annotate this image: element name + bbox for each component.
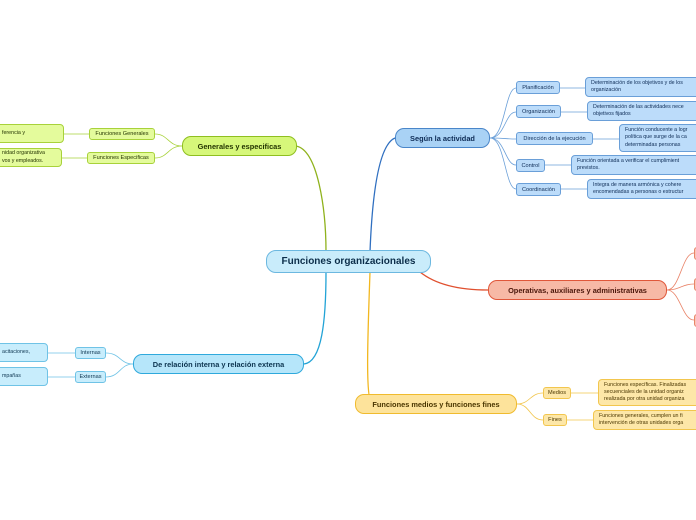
- link-medios: [366, 271, 373, 405]
- link-generales: [295, 145, 327, 253]
- branch-funciones-medios-y-fines[interactable]: Funciones medios y funciones fines: [355, 394, 517, 414]
- link-segun: [369, 137, 396, 253]
- topic-planificacion[interactable]: Planificación: [516, 81, 560, 94]
- detail-control[interactable]: Función orientada a verificar el cumplim…: [571, 155, 696, 175]
- collapsed-topic-operativas[interactable]: [694, 247, 696, 260]
- link-relacion: [303, 271, 327, 365]
- topic-fines[interactable]: Fines: [543, 414, 567, 426]
- central-topic[interactable]: Funciones organizacionales: [266, 250, 431, 273]
- topic-direccion-de-la-ejecucion[interactable]: Dirección de la ejecución: [516, 132, 593, 145]
- topic-organizacion[interactable]: Organización: [516, 105, 561, 118]
- topic-control[interactable]: Control: [516, 159, 545, 172]
- detail-externas[interactable]: mpañas: [0, 367, 48, 386]
- topic-medios[interactable]: Medios: [543, 387, 571, 399]
- topic-externas[interactable]: Externas: [75, 371, 106, 383]
- branch-operativas-auxiliares-administrativas[interactable]: Operativas, auxiliares y administrativas: [488, 280, 667, 300]
- detail-internas[interactable]: acitaciones,: [0, 343, 48, 362]
- topic-internas[interactable]: Internas: [75, 347, 106, 359]
- topic-funciones-especificas[interactable]: Funciones Especificas: [87, 152, 155, 164]
- topic-coordinacion[interactable]: Coordinación: [516, 183, 561, 196]
- detail-funciones-generales[interactable]: ferencia y: [0, 124, 64, 143]
- topic-funciones-generales[interactable]: Funciones Generales: [89, 128, 155, 140]
- link-operativas: [419, 271, 489, 291]
- branch-generales-y-especificas[interactable]: Generales y especificas: [182, 136, 297, 156]
- central-topic-label: Funciones organizacionales: [281, 256, 416, 267]
- branch-relacion-interna-externa[interactable]: De relación interna y relación externa: [133, 354, 304, 374]
- branch-segun-la-actividad[interactable]: Según la actividad: [395, 128, 490, 148]
- collapsed-topic-auxiliares[interactable]: [694, 278, 696, 291]
- collapsed-topic-administrativas[interactable]: [694, 314, 696, 327]
